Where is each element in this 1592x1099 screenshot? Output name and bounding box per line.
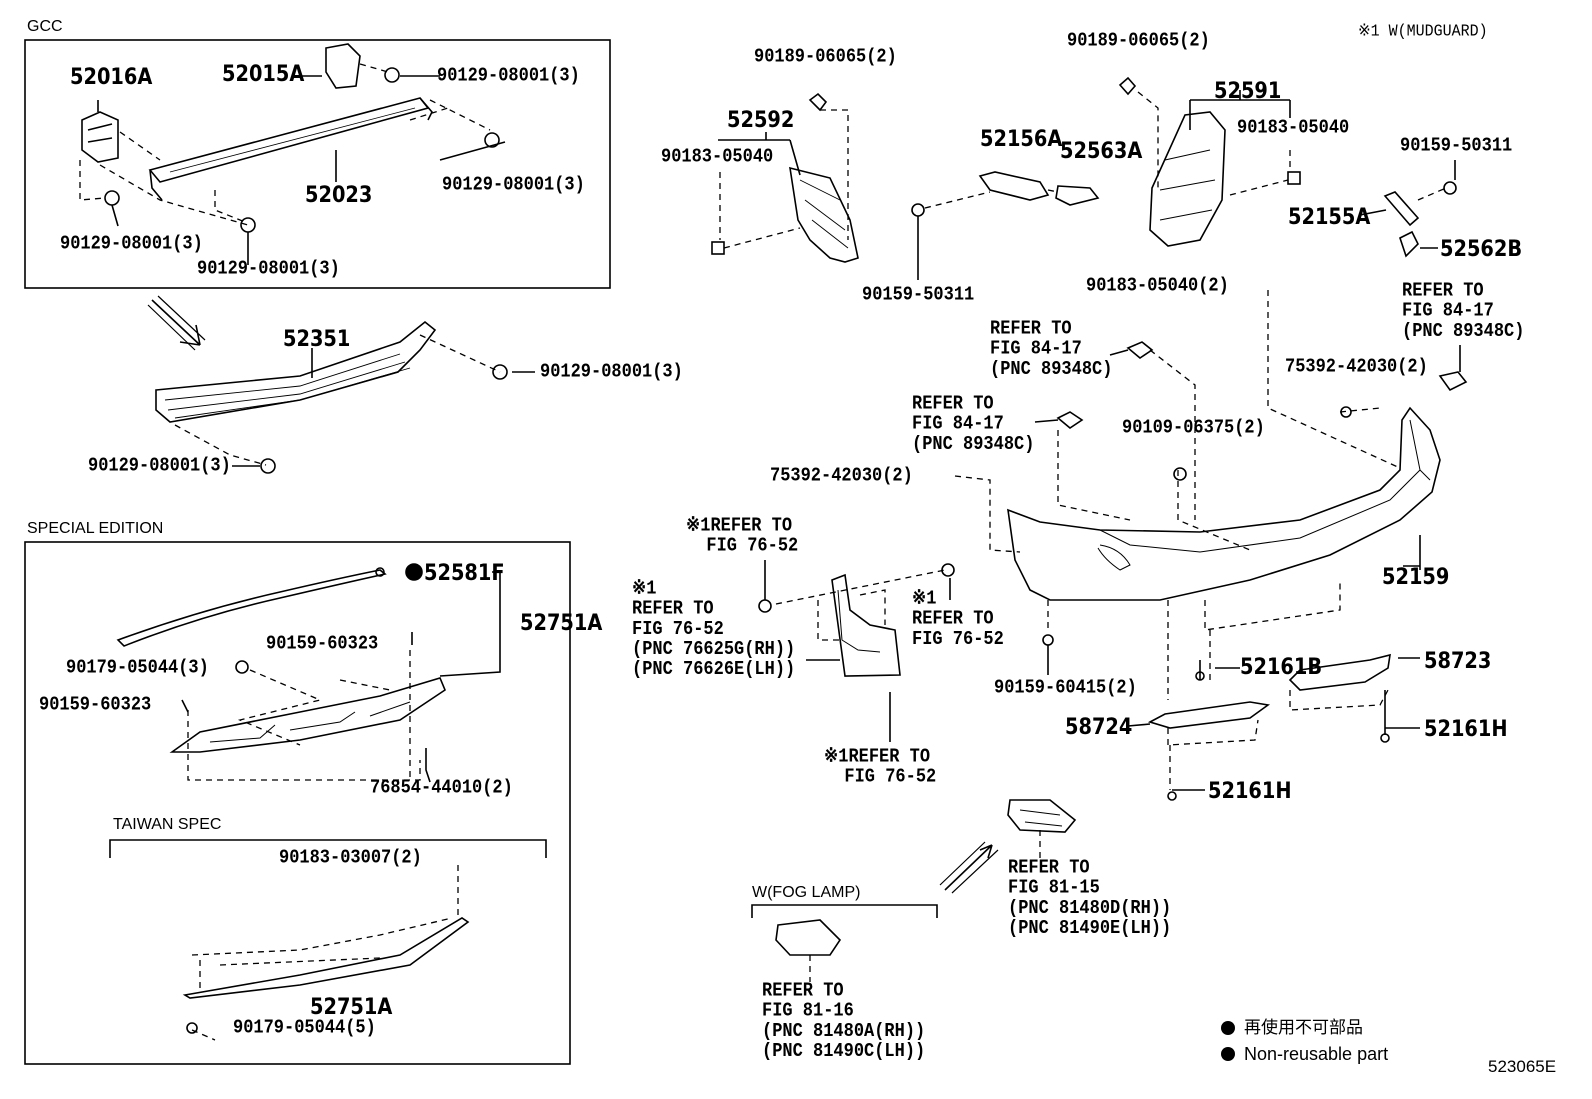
part-52751A-taiwan: 52751A — [310, 995, 393, 1020]
molding-52581F — [116, 569, 387, 647]
fastener-90183-05040-2: 90183-05040(2) — [1086, 275, 1229, 298]
arrow-gcc — [151, 299, 201, 346]
cover-52751A — [169, 677, 446, 753]
ref-fig-76-52-d: ※1REFER TO FIG 76-52 — [824, 746, 937, 789]
fastener-90109-06375: 90109-06375(2) — [1122, 417, 1265, 440]
fastener-90159-60323-b: 90159-60323 — [39, 694, 152, 717]
part-52155A: 52155A — [1288, 205, 1371, 230]
ref-fig-76-52-a: ※1REFER TO FIG 76-52 — [686, 515, 799, 558]
legend-japanese: 再使用不可部品 — [1244, 1018, 1363, 1037]
part-52156A: 52156A — [980, 127, 1063, 152]
part-52161H-lower: 52161H — [1208, 779, 1292, 804]
clip-52562B — [1399, 230, 1419, 258]
special-edition-frame — [24, 541, 571, 1065]
fastener-90183-05040-right: 90183-05040 — [1237, 117, 1350, 140]
fastener-75392-42030-right: 75392-42030(2) — [1285, 356, 1428, 379]
mudguard-note: ※1 W(MUDGUARD) — [1358, 22, 1488, 42]
fastener-90129-08001-absorber-right: 90129-08001(3) — [540, 361, 683, 384]
part-52016A: 52016A — [70, 65, 153, 90]
taiwan-bracket — [109, 839, 547, 858]
absorber-52351 — [155, 320, 437, 423]
part-52023: 52023 — [305, 183, 373, 208]
fastener-90179-05044-3: 90179-05044(3) — [66, 657, 209, 680]
liner-52591 — [1149, 111, 1226, 247]
garnish-52751A — [182, 917, 470, 999]
fastener-75392-42030-left: 75392-42030(2) — [770, 465, 913, 488]
retainer-52156A — [978, 171, 1050, 201]
fastener-90129-08001-absorber-left: 90129-08001(3) — [88, 455, 231, 478]
part-58724: 58724 — [1065, 715, 1133, 740]
fastener-90129-08001-left: 90129-08001(3) — [60, 233, 203, 256]
ref-fig-81-16: REFER TO FIG 81-16 (PNC 81480A(RH)) (PNC… — [762, 980, 926, 1063]
legend-non-reusable: Non-reusable part — [1244, 1044, 1389, 1064]
fastener-90183-03007: 90183-03007(2) — [279, 847, 422, 870]
fog-lamp-bracket — [751, 904, 938, 918]
figure-id: 523065E — [1488, 1057, 1557, 1076]
part-52581F: 52581F — [424, 561, 505, 586]
beam-52023 — [148, 97, 430, 183]
mudflap — [831, 573, 901, 677]
fastener-90159-60323-a: 90159-60323 — [266, 633, 379, 656]
fastener-90179-05044-5: 90179-05044(5) — [233, 1017, 376, 1040]
fastener-90159-50311-mid: 90159-50311 — [862, 284, 975, 307]
fastener-90189-06065-right: 90189-06065(2) — [1067, 30, 1210, 53]
cover-58723 — [1288, 653, 1391, 691]
bezel-81-16 — [775, 919, 842, 956]
part-52159: 52159 — [1382, 565, 1450, 590]
bracket-52016A — [81, 111, 119, 163]
part-52562B: 52562B — [1440, 237, 1523, 262]
part-52015A: 52015A — [222, 62, 305, 87]
part-58723: 58723 — [1424, 649, 1492, 674]
cover-58724 — [1147, 701, 1271, 729]
fastener-90189-06065-left: 90189-06065(2) — [754, 46, 897, 69]
part-52751A-main: 52751A — [520, 611, 603, 636]
section-special-edition: SPECIAL EDITION — [27, 520, 164, 537]
ref-fig-76-52-mudflap: ※1 REFER TO FIG 76-52 (PNC 76625G(RH)) (… — [632, 578, 796, 681]
retainer-52563A — [1055, 185, 1100, 206]
section-fog-lamp: W(FOG LAMP) — [752, 884, 861, 901]
gcc-frame — [24, 39, 611, 289]
fastener-90159-60415: 90159-60415(2) — [994, 677, 1137, 700]
part-52161H-upper: 52161H — [1424, 717, 1508, 742]
fastener-90129-08001-right: 90129-08001(3) — [442, 174, 585, 197]
ref-fig-84-17-b: REFER TO FIG 84-17 (PNC 89348C) — [912, 393, 1035, 456]
bezel-81-15 — [1007, 799, 1077, 833]
liner-52592 — [789, 166, 859, 263]
fastener-76854-44010: 76854-44010(2) — [370, 777, 513, 800]
ref-fig-81-15: REFER TO FIG 81-15 (PNC 81480D(RH)) (PNC… — [1008, 857, 1172, 940]
part-52592: 52592 — [727, 108, 795, 133]
part-52351: 52351 — [283, 327, 351, 352]
bracket-52155A — [1383, 191, 1420, 227]
ref-fig-84-17-c: REFER TO FIG 84-17 (PNC 89348C) — [1402, 280, 1525, 343]
part-52563A: 52563A — [1060, 139, 1143, 164]
fastener-90183-05040-left: 90183-05040 — [661, 146, 774, 169]
section-taiwan-spec: TAIWAN SPEC — [113, 816, 222, 833]
part-52161B: 52161B — [1240, 655, 1323, 680]
fastener-90129-08001-top: 90129-08001(3) — [437, 65, 580, 88]
ref-fig-84-17-a: REFER TO FIG 84-17 (PNC 89348C) — [990, 318, 1113, 381]
ref-fig-76-52-c: ※1 REFER TO FIG 76-52 — [912, 588, 1004, 651]
part-52591: 52591 — [1214, 79, 1282, 104]
arrow-fog — [944, 844, 993, 891]
section-gcc: GCC — [27, 18, 63, 35]
bumper-52159 — [1007, 406, 1441, 601]
fastener-90129-08001-bottom: 90129-08001(3) — [197, 258, 340, 281]
fastener-90159-50311-right: 90159-50311 — [1400, 135, 1513, 158]
bracket-52015A — [325, 43, 361, 89]
